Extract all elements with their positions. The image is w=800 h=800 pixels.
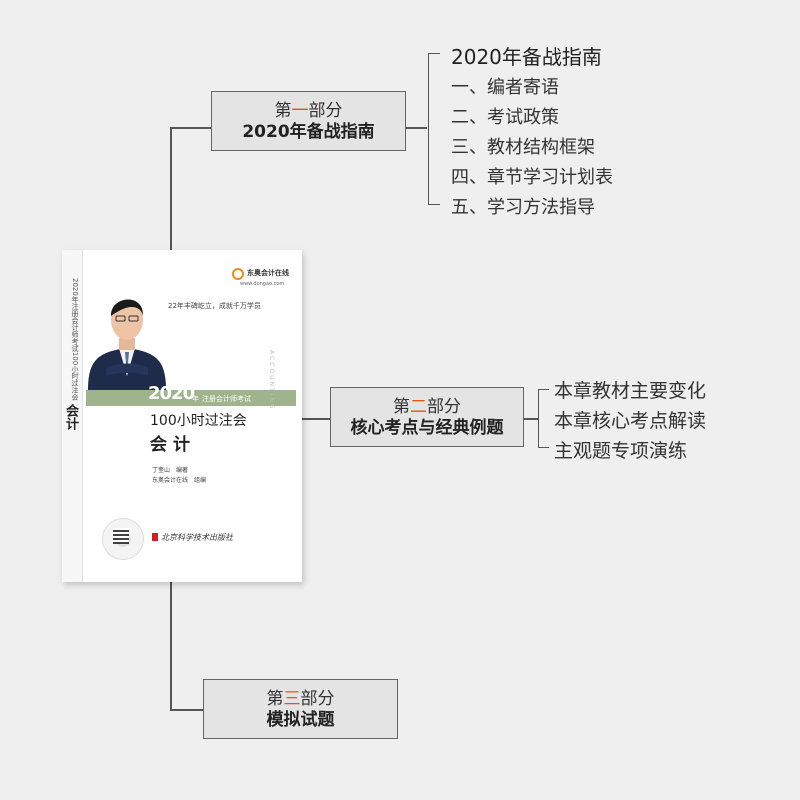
cover-author: 丁奎山 编著 — [152, 467, 189, 474]
book-cover: 2020年注册会计师考试100小时过注会 会计 东奥会计在线 www.donga… — [62, 250, 302, 582]
connector-part2 — [295, 418, 331, 420]
part3-title: 模拟试题 — [266, 710, 335, 731]
logo-url: www.dongao.com — [240, 281, 285, 287]
part3-label: 第三部分 — [266, 689, 335, 709]
part1-outline-item: 二、考试政策 — [451, 107, 559, 128]
book-spine: 2020年注册会计师考试100小时过注会 会计 — [62, 250, 83, 582]
part1-bracket — [428, 53, 440, 205]
part3-box: 第三部分 模拟试题 — [203, 679, 398, 739]
cover-subject: 会计 — [150, 435, 196, 455]
part1-outline-item: 四、章节学习计划表 — [451, 167, 613, 188]
cover-exam-name: 注册会计师考试 — [202, 395, 251, 403]
part1-label: 第一部分 — [274, 101, 343, 121]
cover-year-suffix: 年 — [192, 395, 199, 403]
cover-year: 2020 — [148, 383, 195, 404]
author-portrait — [88, 299, 166, 390]
connector-part1-outline — [405, 127, 427, 129]
part1-outline-item: 五、学习方法指导 — [451, 197, 595, 218]
connector-part2-outline — [524, 418, 538, 420]
cover-vertical-english: ACCOUNTING — [268, 350, 275, 411]
cover-editor: 东奥会计在线 组编 — [152, 477, 207, 484]
logo-icon — [232, 268, 244, 280]
connector-part1 — [170, 127, 212, 129]
part1-title: 2020年备战指南 — [242, 122, 375, 143]
part1-outline-item: 三、教材结构框架 — [451, 137, 595, 158]
part2-outline-item: 本章核心考点解读 — [554, 410, 707, 432]
part1-outline-item: 一、编者寄语 — [451, 77, 559, 98]
connector-part3 — [170, 709, 204, 711]
cover-slogan: 22年丰碑屹立，成就千万学员 — [168, 302, 261, 310]
part2-box: 第二部分 核心考点与经典例题 — [330, 387, 524, 447]
connector-main-vertical-top — [170, 127, 172, 253]
part2-bracket — [538, 389, 549, 448]
cover-band — [86, 390, 296, 406]
spine-title: 会计 — [63, 404, 78, 430]
part2-outline-item: 本章教材主要变化 — [554, 380, 707, 402]
logo-text: 东奥会计在线 — [247, 269, 289, 277]
part2-title: 核心考点与经典例题 — [350, 418, 504, 439]
part2-outline-item: 主观题专项演练 — [554, 440, 688, 462]
part1-outline-head: 2020年备战指南 — [451, 45, 602, 69]
part2-label: 第二部分 — [393, 397, 461, 417]
spine-text: 2020年注册会计师考试100小时过注会 — [71, 278, 79, 401]
cover-publisher: 北京科学技术出版社 — [161, 533, 233, 542]
cover-title: 100小时过注会 — [150, 413, 247, 429]
publisher-logo-icon — [152, 533, 158, 541]
connector-main-vertical-bottom — [170, 582, 172, 710]
part1-box: 第一部分 2020年备战指南 — [211, 91, 406, 151]
qr-code-icon — [113, 528, 129, 544]
